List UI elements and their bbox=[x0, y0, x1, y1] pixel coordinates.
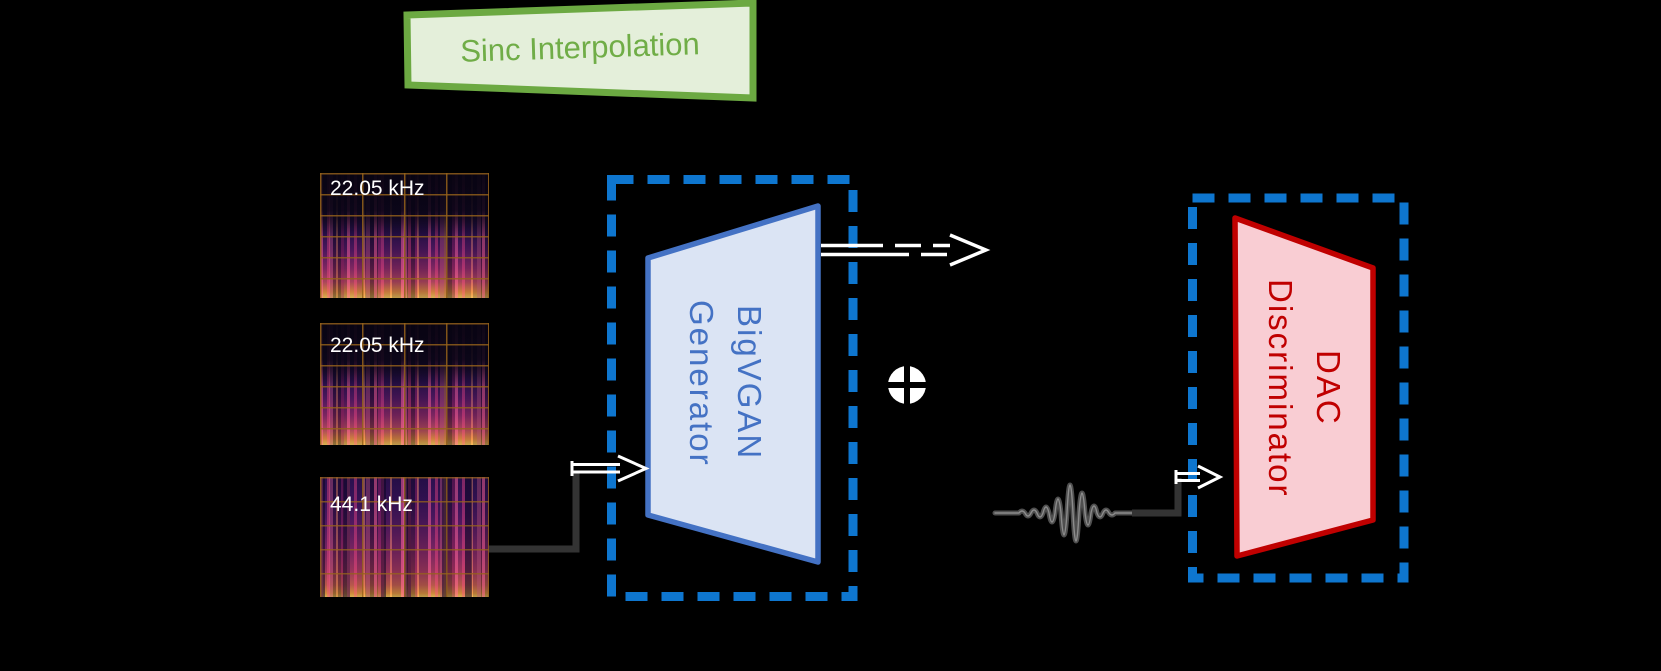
spectrogram-3: 44.1 kHz bbox=[320, 477, 489, 597]
discriminator-input-arrow-icon bbox=[1174, 464, 1224, 490]
sinc-interpolation-box bbox=[403, 0, 757, 102]
discriminator-label-line1: DAC bbox=[1310, 350, 1347, 426]
spec3-to-generator-connector bbox=[489, 471, 580, 553]
generator-label-line1: BigVGAN bbox=[731, 305, 768, 461]
discriminator-label-line2: Discriminator bbox=[1262, 278, 1299, 498]
spectrogram-2-label: 22.05 kHz bbox=[330, 334, 425, 357]
discriminator-dashed-box bbox=[1188, 193, 1409, 583]
spectrogram-1: 22.05 kHz bbox=[320, 173, 489, 298]
generator-dashed-box bbox=[607, 175, 858, 601]
sinc-interpolation-label: Sinc Interpolation bbox=[459, 26, 701, 69]
sum-plus-icon bbox=[887, 365, 927, 405]
spectrogram-2: 22.05 kHz bbox=[320, 323, 489, 445]
spectrogram-3-label: 44.1 kHz bbox=[330, 493, 413, 516]
waveform-icon bbox=[992, 482, 1138, 544]
spectrogram-1-label: 22.05 kHz bbox=[330, 177, 425, 200]
generator-trapezoid bbox=[645, 203, 821, 565]
generator-input-arrow-icon bbox=[570, 454, 650, 483]
discriminator-label: DAC Discriminator bbox=[1256, 256, 1352, 520]
generator-label-line2: Generator bbox=[683, 299, 720, 467]
waveform-to-discriminator-connector bbox=[1132, 478, 1182, 517]
generator-output-arrow-icon bbox=[821, 233, 991, 267]
discriminator-trapezoid bbox=[1232, 215, 1376, 559]
generator-label: BigVGAN Generator bbox=[677, 252, 773, 514]
